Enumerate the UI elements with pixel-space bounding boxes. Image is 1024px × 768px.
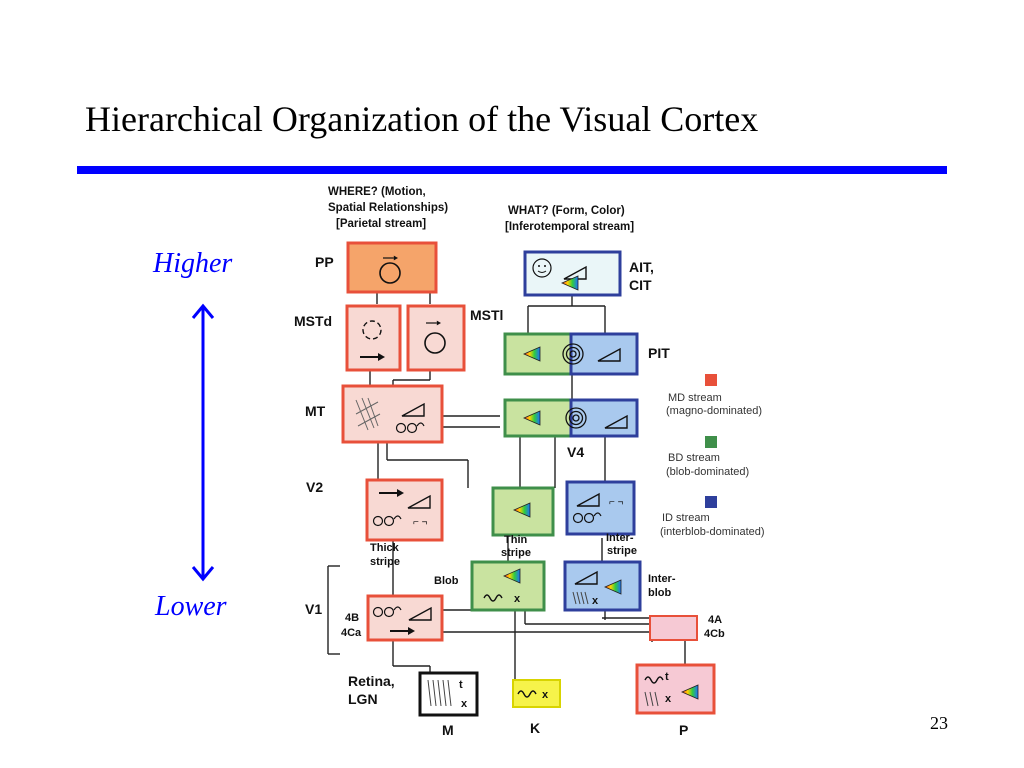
interblob-texture-icon <box>572 591 589 605</box>
legend-id-label: ID stream <box>662 512 710 524</box>
v1-4b-label: 4B <box>345 612 359 624</box>
interblob-x-icon: x <box>592 595 599 607</box>
ait-box <box>523 250 622 297</box>
v1-4b-box <box>366 594 444 642</box>
scale-higher-label: Higher <box>153 248 233 279</box>
area-label-pit: PIT <box>648 345 670 361</box>
v1-4cb-box <box>649 615 698 641</box>
inferotemporal-stream-label: [Inferotemporal stream] <box>505 221 634 233</box>
m-t-icon: t <box>459 679 463 691</box>
legend-md-swatch <box>705 374 717 386</box>
blob-x-icon: x <box>514 593 521 605</box>
interblob-label: Inter- <box>648 573 676 585</box>
legend-bd-swatch <box>705 436 717 448</box>
pit-bd-box <box>503 332 573 376</box>
inter-stripe-box <box>565 480 636 536</box>
v1-4a-label: 4A <box>708 614 722 626</box>
interblob-box <box>563 560 642 612</box>
p-x-icon: x <box>665 693 672 705</box>
k-pathway-label: K <box>530 720 540 735</box>
retina-label: Retina, <box>348 673 395 689</box>
m-box <box>418 671 479 717</box>
legend-md-sublabel: (magno-dominated) <box>666 405 762 417</box>
p-texture-icon <box>644 691 659 707</box>
legend-bd-sublabel: (blob-dominated) <box>666 466 749 478</box>
lgn-label: LGN <box>348 691 378 707</box>
scale-lower-label: Lower <box>155 591 227 622</box>
thin-stripe-label-2: stripe <box>501 547 531 559</box>
v1-4cb-label: 4Cb <box>704 628 725 640</box>
blob-label: Blob <box>434 575 459 587</box>
area-label-pp: PP <box>315 254 334 270</box>
slide-title: Hierarchical Organization of the Visual … <box>85 99 759 139</box>
blob-box <box>470 560 546 612</box>
face-icon <box>532 258 552 278</box>
area-label-cit: CIT <box>629 277 652 293</box>
legend: MD stream (magno-dominated) BD stream (b… <box>660 374 765 538</box>
title-divider <box>77 166 947 174</box>
connections <box>327 292 686 680</box>
where-heading: WHERE? (Motion, <box>328 186 426 198</box>
area-label-ait: AIT, <box>629 259 654 275</box>
p-box <box>635 663 716 715</box>
inter-stripe-label: Inter- <box>606 532 634 544</box>
v4-bd-box <box>503 398 573 438</box>
mstd-box <box>345 304 402 372</box>
legend-id-swatch <box>705 496 717 508</box>
thick-stripe-label-2: stripe <box>370 556 400 568</box>
pp-box <box>346 241 438 294</box>
rotation-icon <box>362 320 382 340</box>
m-texture-icon <box>427 679 452 707</box>
where-subheading: Spatial Relationships) <box>328 202 448 214</box>
mt-box <box>341 384 444 444</box>
inter-stripe-corners-icon: ⌐ ¬ <box>609 497 624 508</box>
area-label-v4: V4 <box>567 444 584 460</box>
parietal-stream-label: [Parietal stream] <box>336 218 426 230</box>
v1-4ca-label: 4Ca <box>341 627 362 639</box>
legend-id-sublabel: (interblob-dominated) <box>660 526 765 538</box>
pit-id-box <box>569 332 639 376</box>
p-pathway-label: P <box>679 722 688 735</box>
legend-bd-label: BD stream <box>668 452 720 464</box>
thick-stripe-box <box>365 478 444 542</box>
area-label-v2: V2 <box>306 479 323 495</box>
texture-icon <box>355 397 381 431</box>
what-heading: WHAT? (Form, Color) <box>508 205 625 217</box>
thin-stripe-label: Thin <box>504 534 527 546</box>
m-x-icon: x <box>461 698 468 710</box>
corners-icon: ⌐ ¬ <box>413 517 428 528</box>
area-label-v1: V1 <box>305 601 322 617</box>
legend-md-label: MD stream <box>668 392 722 404</box>
area-label-mstl: MSTl <box>470 307 503 323</box>
hierarchy-double-arrow <box>191 303 215 582</box>
area-label-mt: MT <box>305 403 326 419</box>
visual-cortex-diagram: WHERE? (Motion, Spatial Relationships) [… <box>294 186 765 735</box>
interblob-label-2: blob <box>648 587 671 599</box>
mstl-box <box>406 304 466 372</box>
p-t-icon: t <box>665 671 669 683</box>
page-number: 23 <box>930 713 948 733</box>
m-pathway-label: M <box>442 722 454 735</box>
thick-stripe-label: Thick <box>370 542 400 554</box>
inter-stripe-label-2: stripe <box>607 545 637 557</box>
k-x-icon: x <box>542 689 549 701</box>
area-label-mstd: MSTd <box>294 313 332 329</box>
